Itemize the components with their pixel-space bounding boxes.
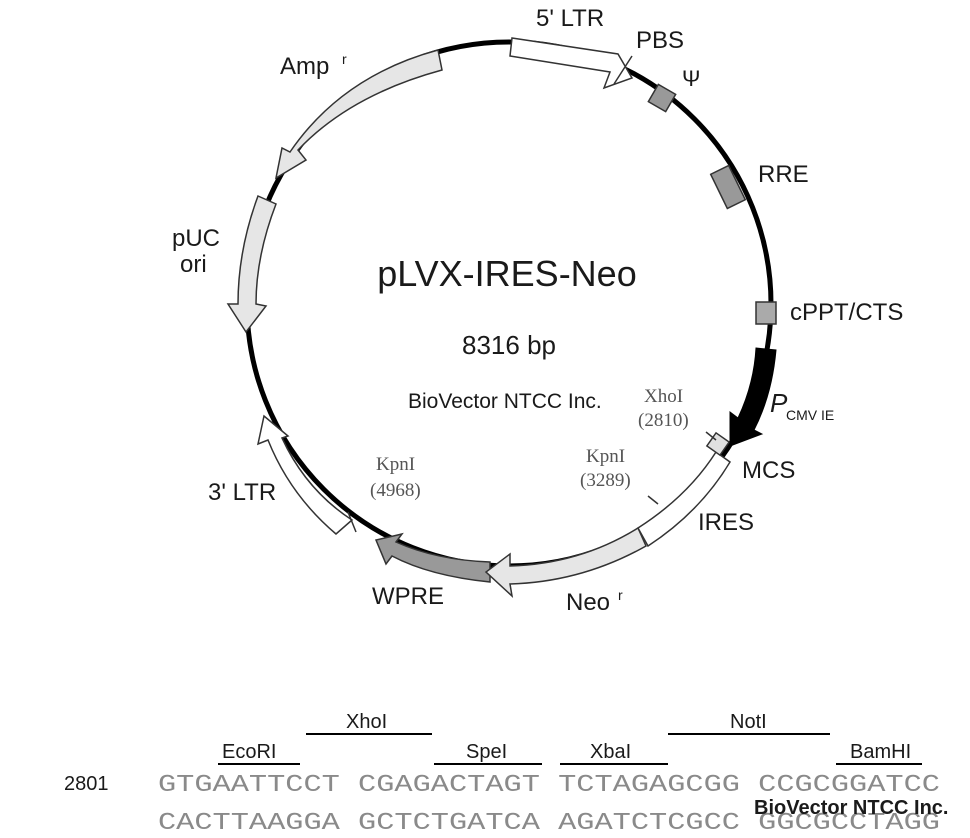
label-amp: Amp: [280, 53, 329, 80]
label-ires: IRES: [698, 509, 754, 536]
feature-pcmv-arrow: [729, 347, 777, 447]
feature-ires-box: [637, 450, 731, 548]
label-5ltr: 5' LTR: [536, 5, 604, 32]
plasmid-name: pLVX-IRES-Neo: [377, 253, 636, 294]
site-kpni1-pos: (3289): [580, 470, 631, 491]
label-puc: pUC: [172, 225, 220, 252]
label-neo-sup: r: [618, 587, 623, 603]
feature-mcs-box: [705, 431, 731, 457]
feature-neor-arrow: [484, 526, 647, 599]
enzyme-noti-label: NotI: [730, 711, 767, 733]
sequence-position: 2801: [64, 773, 109, 795]
label-psi: Ψ: [682, 66, 700, 91]
site-xhoi-name: XhoI: [644, 386, 683, 407]
enzyme-xhoi-label: XhoI: [346, 711, 387, 733]
label-3ltr: 3' LTR: [208, 479, 276, 506]
enzyme-spei-label: SpeI: [466, 741, 507, 763]
site-xhoi-tick: [705, 431, 717, 441]
label-cppt: cPPT/CTS: [790, 299, 903, 326]
site-kpni2-tick: [347, 511, 357, 533]
feature-wpre-arrow: [374, 532, 491, 583]
site-kpni2-name: KpnI: [376, 454, 415, 475]
label-wpre: WPRE: [372, 583, 444, 610]
label-mcs: MCS: [742, 457, 795, 484]
site-kpni1-name: KpnI: [586, 446, 625, 467]
sequence-bottom-strand: CACTTAAGGA GCTCTGATCA AGATCTCGCC GGCGCCT…: [158, 810, 940, 837]
enzyme-xbai-label: XbaI: [590, 741, 631, 763]
feature-cppt-box: [755, 301, 777, 325]
label-pbs: PBS: [636, 27, 684, 54]
label-ori: ori: [180, 251, 207, 278]
sequence-watermark: BioVector NTCC Inc.: [754, 797, 948, 819]
label-amp-sup: r: [342, 51, 347, 67]
label-pcmv: P: [770, 388, 788, 418]
feature-rre-box: [709, 164, 747, 210]
label-pcmv-sub: CMV IE: [786, 407, 834, 423]
feature-psi-box: [647, 83, 677, 113]
enzyme-bamhi-label: BamHI: [850, 741, 911, 763]
site-pbs-tick: [613, 55, 633, 85]
sequence-top-strand: GTGAATTCCT CGAGACTAGT TCTAGAGCGG CCGCGGA…: [158, 772, 940, 799]
plasmid-size: 8316 bp: [462, 330, 556, 360]
label-rre: RRE: [758, 161, 809, 188]
label-neo: Neo: [566, 589, 610, 616]
feature-3ltr-arrow: [256, 414, 354, 535]
site-xhoi-pos: (2810): [638, 410, 689, 431]
plasmid-watermark: BioVector NTCC Inc.: [408, 390, 602, 413]
feature-ampr-arrow: [274, 49, 443, 180]
feature-puc-ori-arrow: [226, 194, 277, 334]
feature-5ltr-arrow: [509, 37, 634, 90]
site-kpni1-tick: [647, 495, 659, 505]
site-kpni2-pos: (4968): [370, 480, 421, 501]
enzyme-ecori-label: EcoRI: [222, 741, 276, 763]
